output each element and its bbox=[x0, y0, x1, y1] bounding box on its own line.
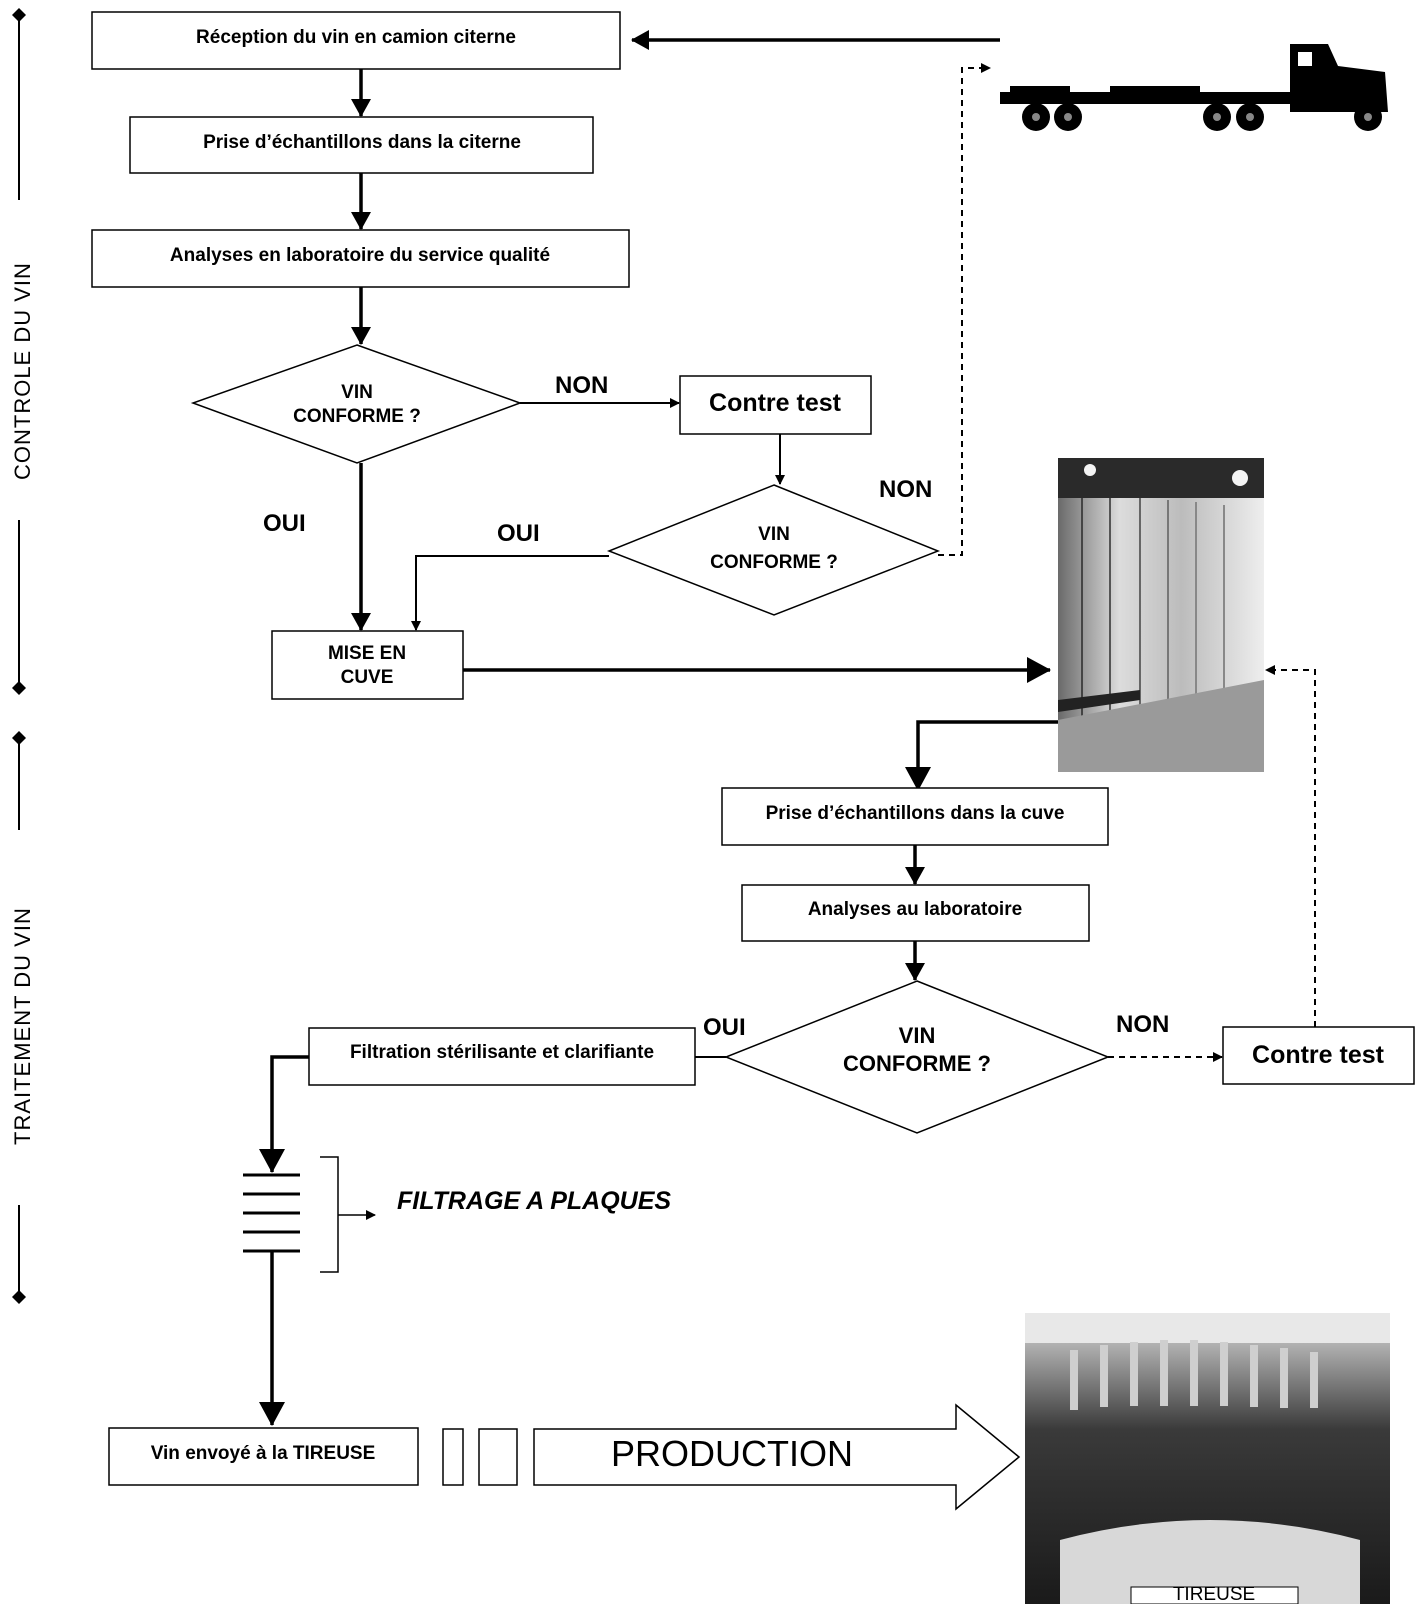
contre-test-1-label: Contre test bbox=[709, 389, 842, 417]
decision-1-line1: VIN bbox=[341, 382, 373, 403]
production-block-small bbox=[442, 1428, 464, 1486]
connectors-traitement bbox=[259, 665, 1316, 1426]
decision-vin-conforme-3: VIN CONFORME ? bbox=[723, 980, 1111, 1134]
step-reception-label: Réception du vin en camion citerne bbox=[196, 27, 516, 48]
branch-label-oui-2: OUI bbox=[497, 520, 540, 547]
production-block-medium bbox=[478, 1428, 518, 1486]
decision-1-line2: CONFORME ? bbox=[293, 406, 421, 427]
step-analyses-qualite: Analyses en laboratoire du service quali… bbox=[91, 229, 630, 288]
tanker-truck-icon bbox=[1000, 44, 1388, 131]
decision-2-line1: VIN bbox=[758, 524, 790, 545]
production-arrow: PRODUCTION bbox=[533, 1403, 1021, 1511]
decision-vin-conforme-1: VIN CONFORME ? bbox=[190, 344, 523, 464]
diamond-marker-icon bbox=[12, 1290, 26, 1304]
decision-vin-conforme-2: VIN CONFORME ? bbox=[606, 484, 941, 616]
filtrage-plaques-label: FILTRAGE A PLAQUES bbox=[397, 1187, 671, 1215]
step-prise-cuve: Prise d’échantillons dans la cuve bbox=[721, 787, 1109, 846]
decision-2-line2: CONFORME ? bbox=[710, 552, 838, 573]
step-filtration-label: Filtration stérilisante et clarifiante bbox=[350, 1042, 654, 1063]
diamond-marker-icon bbox=[12, 731, 26, 745]
bottling-machine-photo: TIREUSE bbox=[1025, 1313, 1390, 1604]
side-axis-traitement: TRAITEMENT DU VIN bbox=[10, 731, 35, 1304]
branch-label-oui-3: OUI bbox=[703, 1014, 746, 1041]
diamond-marker-icon bbox=[12, 8, 26, 22]
mise-en-cuve-line1: MISE EN bbox=[328, 643, 406, 664]
branch-label-oui-1: OUI bbox=[263, 510, 306, 537]
side-label-traitement: TRAITEMENT DU VIN bbox=[10, 907, 35, 1145]
side-axis-controle: CONTROLE DU VIN bbox=[10, 8, 35, 695]
step-prise-citerne-label: Prise d’échantillons dans la citerne bbox=[203, 132, 521, 153]
wine-tanks-photo bbox=[1058, 458, 1264, 772]
contre-test-2-label: Contre test bbox=[1252, 1041, 1385, 1069]
step-prise-citerne: Prise d’échantillons dans la citerne bbox=[129, 116, 594, 174]
connector-cuve-to-prise bbox=[905, 720, 1058, 791]
connectors-controle bbox=[351, 30, 1051, 683]
diamond-marker-icon bbox=[12, 681, 26, 695]
step-contre-test-1: Contre test bbox=[679, 375, 872, 435]
production-label: PRODUCTION bbox=[611, 1433, 853, 1474]
branch-label-non-2: NON bbox=[879, 476, 932, 503]
step-mise-en-cuve: MISE EN CUVE bbox=[271, 630, 464, 700]
step-reception: Réception du vin en camion citerne bbox=[91, 11, 621, 70]
step-tireuse-envoi: Vin envoyé à la TIREUSE bbox=[108, 1427, 419, 1486]
step-analyses-labo: Analyses au laboratoire bbox=[741, 884, 1090, 942]
step-contre-test-2: Contre test bbox=[1222, 1026, 1415, 1085]
step-prise-cuve-label: Prise d’échantillons dans la cuve bbox=[766, 803, 1065, 824]
step-filtration: Filtration stérilisante et clarifiante bbox=[308, 1027, 696, 1086]
mise-en-cuve-line2: CUVE bbox=[341, 667, 394, 688]
side-label-controle: CONTROLE DU VIN bbox=[10, 262, 35, 480]
plate-filter-icon bbox=[243, 1173, 300, 1253]
step-tireuse-envoi-label: Vin envoyé à la TIREUSE bbox=[151, 1443, 376, 1464]
decision-3-line1: VIN bbox=[899, 1023, 936, 1048]
tireuse-photo-label: TIREUSE bbox=[1173, 1584, 1255, 1604]
filter-bracket bbox=[320, 1156, 376, 1273]
step-analyses-qualite-label: Analyses en laboratoire du service quali… bbox=[170, 245, 550, 266]
decision-3-line2: CONFORME ? bbox=[843, 1051, 991, 1076]
branch-label-non-1: NON bbox=[555, 372, 608, 399]
branch-label-non-3: NON bbox=[1116, 1011, 1169, 1038]
step-analyses-labo-label: Analyses au laboratoire bbox=[808, 899, 1022, 920]
